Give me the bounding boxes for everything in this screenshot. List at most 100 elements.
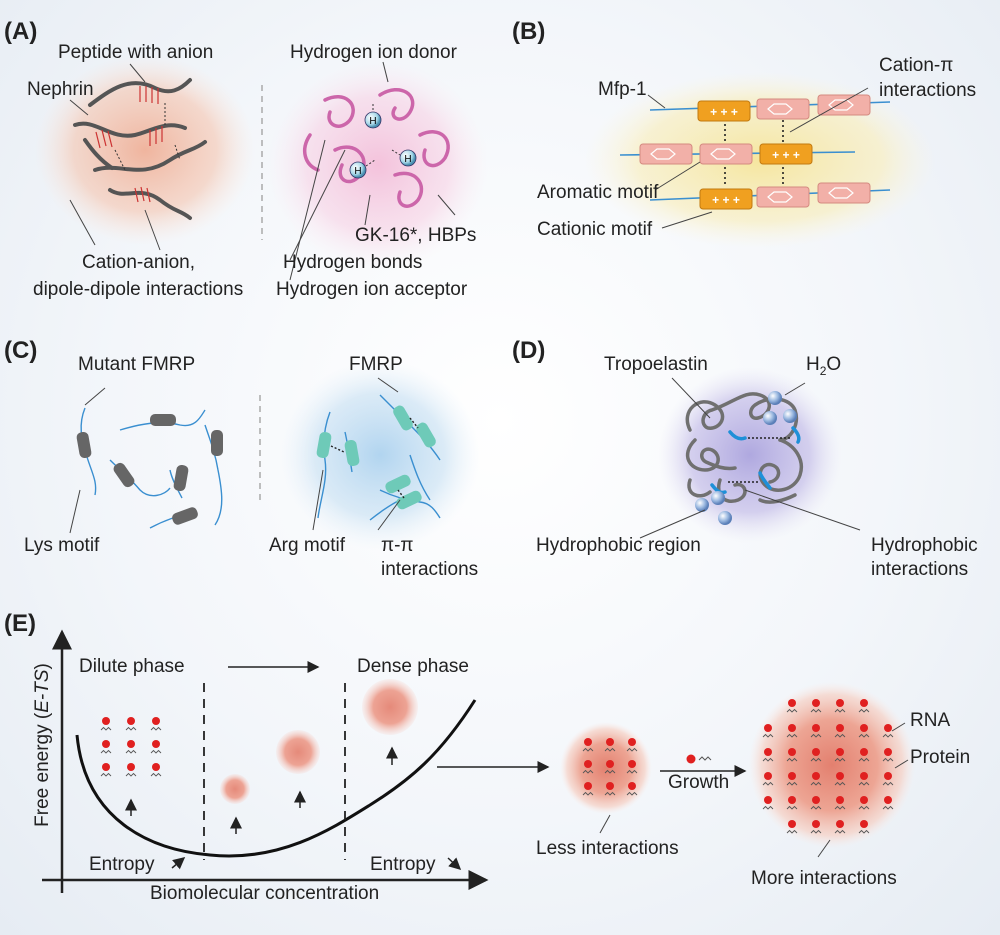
hydrophobic-interaction-dashes (728, 437, 790, 483)
small-droplet (220, 774, 250, 804)
large-condensate-rna-dot (836, 699, 844, 707)
hydrogen-ion-donor-label: Hydrogen ion donor (290, 42, 457, 63)
panel-e-graphic (42, 629, 915, 893)
panel-a-leaders (69, 61, 456, 281)
aromatic-motifs (639, 94, 871, 208)
large-condensate-protein-squiggle (858, 757, 870, 762)
hydrophobic-interactions-line1: Hydrophobic (871, 535, 978, 556)
small-condensate-rna-dot (628, 760, 636, 768)
large-condensate-rna-dot (836, 724, 844, 732)
mutant-fmrp-strands (80, 407, 223, 529)
large-condensate-rna-dot (860, 699, 868, 707)
large-condensate-protein-squiggle (882, 733, 894, 738)
panel-b-graphic: + + + + + + + + + (585, 72, 935, 248)
large-condensate-rna-dot (764, 772, 772, 780)
large-condensate-protein-squiggle (810, 805, 822, 810)
small-condensate-rna-dot (606, 782, 614, 790)
large-condensate-rna-dot (788, 699, 796, 707)
panel-d-graphic (639, 367, 861, 543)
small-condensate-protein-squiggle (582, 791, 594, 796)
cation-pi-label-line2: interactions (879, 80, 977, 101)
panel-e-leaders (599, 722, 909, 858)
large-condensate-rna-dot (860, 724, 868, 732)
large-condensate-protein-squiggle (810, 781, 822, 786)
cation-anion-bonds (95, 86, 163, 203)
large-condensate-protein-squiggle (882, 805, 894, 810)
large-condensate-protein-squiggle (810, 708, 822, 713)
entropy-left-label: Entropy (89, 854, 155, 875)
mfp1-label: Mfp-1 (598, 79, 647, 100)
panel-b-leaders (647, 87, 869, 229)
dilute-phase-label: Dilute phase (79, 656, 185, 677)
panel-a-h-bond-dots (365, 104, 401, 167)
large-condensate-rna-dot (836, 748, 844, 756)
dipole-dipole-label: dipole-dipole interactions (33, 279, 244, 300)
dilute-rna-dot (102, 763, 110, 771)
large-condensate-protein-squiggle (810, 733, 822, 738)
nephrin-label: Nephrin (27, 79, 94, 100)
h-ion-label-2: H (404, 154, 411, 165)
rna-label: RNA (910, 710, 951, 731)
large-condensate-rna-dot (788, 796, 796, 804)
dilute-rna-dot (152, 740, 160, 748)
small-condensate (560, 722, 652, 814)
large-condensate-rna-dot (836, 772, 844, 780)
pi-pi-label-line1: π-π (381, 535, 414, 556)
large-condensate-rna-dot (860, 796, 868, 804)
large-condensate-rna-dot (812, 772, 820, 780)
growth-monomer-dot (686, 754, 696, 764)
hydrogen-bonds-label: Hydrogen bonds (283, 252, 423, 273)
small-condensate-molecules (582, 738, 638, 796)
h2o-h: H (806, 354, 820, 375)
dilute-rna-dot (152, 717, 160, 725)
large-condensate (749, 682, 915, 848)
less-interactions-label: Less interactions (536, 838, 679, 859)
dilute-protein-squiggle (125, 772, 137, 777)
large-condensate-molecules (762, 699, 894, 834)
small-condensate-rna-dot (584, 760, 592, 768)
small-condensate-protein-squiggle (626, 769, 638, 774)
peptide-with-anion-label: Peptide with anion (58, 42, 214, 63)
panel-a-left-condensate (35, 55, 255, 245)
large-condensate-protein-squiggle (858, 781, 870, 786)
panel-label-b: (B) (512, 18, 546, 45)
dilute-phase-molecules (100, 717, 162, 777)
small-condensate-protein-squiggle (582, 747, 594, 752)
large-condensate-rna-dot (788, 748, 796, 756)
hydrophobic-region-label: Hydrophobic region (536, 535, 701, 556)
panel-a-right-condensate (268, 60, 488, 270)
h-ion-label-1: H (369, 116, 376, 127)
small-condensate-rna-dot (606, 738, 614, 746)
large-condensate-rna-dot (812, 796, 820, 804)
free-energy-curve (75, 699, 477, 858)
more-interactions-label: More interactions (751, 868, 897, 889)
hydrogen-ion-acceptor-label: Hydrogen ion acceptor (276, 279, 468, 300)
protein-label: Protein (910, 747, 971, 768)
large-condensate-rna-dot (788, 724, 796, 732)
large-condensate-protein-squiggle (786, 781, 798, 786)
fmrp-strands (317, 394, 441, 521)
small-condensate-rna-dot (584, 738, 592, 746)
large-condensate-rna-dot (788, 820, 796, 828)
large-condensate-rna-dot (764, 748, 772, 756)
hydrophobic-interactions-line2: interactions (871, 559, 969, 580)
large-condensate-protein-squiggle (858, 733, 870, 738)
panel-a-graphic: H H H (35, 55, 488, 281)
large-condensate-rna-dot (836, 820, 844, 828)
h2o-sub: 2 (819, 363, 827, 378)
large-condensate-protein-squiggle (834, 708, 846, 713)
cationic-box-text-2: + + + (772, 148, 800, 162)
large-condensate-rna-dot (860, 820, 868, 828)
panel-d-leaders (639, 377, 861, 539)
panel-label-e: (E) (4, 610, 36, 637)
fmrp-condensate (280, 360, 480, 550)
small-condensate-rna-dot (606, 760, 614, 768)
large-condensate-protein-squiggle (762, 781, 774, 786)
hydrogen-ions: H H H (349, 111, 417, 179)
entropy-arrows (171, 857, 462, 871)
dilute-protein-squiggle (125, 726, 137, 731)
fmrp-label: FMRP (349, 354, 403, 375)
large-condensate-rna-dot (884, 748, 892, 756)
large-condensate-rna-dot (812, 820, 820, 828)
large-condensate-protein-squiggle (882, 757, 894, 762)
